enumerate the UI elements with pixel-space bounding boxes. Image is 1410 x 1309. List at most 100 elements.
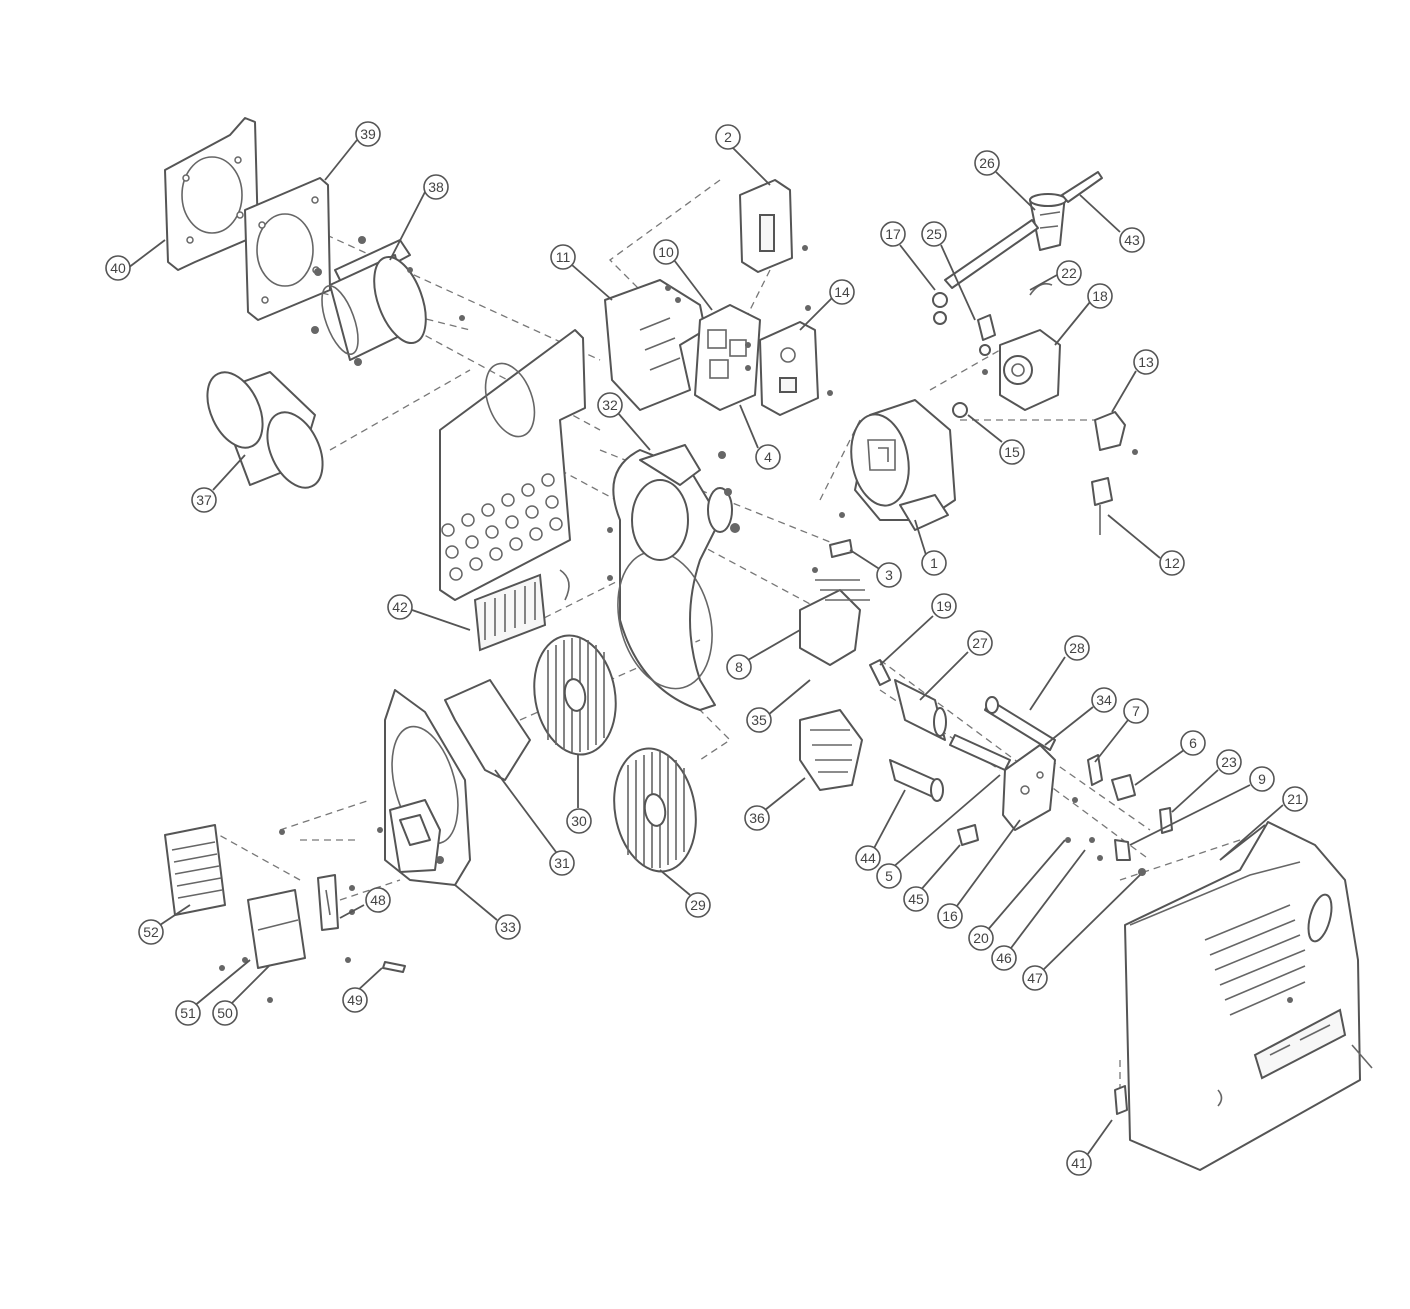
svg-text:41: 41	[1071, 1155, 1087, 1171]
part-air-shutter	[219, 889, 306, 1003]
part-mounting-flange	[164, 117, 259, 271]
svg-text:40: 40	[110, 260, 126, 276]
callout-49: 49	[342, 987, 368, 1013]
callout-10: 10	[653, 239, 679, 265]
part-air-band	[279, 829, 406, 973]
svg-text:2: 2	[724, 129, 732, 145]
callout-7: 7	[1123, 698, 1149, 724]
callout-19: 19	[931, 593, 957, 619]
callout-13: 13	[1133, 349, 1159, 375]
callout-12: 12	[1159, 550, 1185, 576]
svg-text:4: 4	[764, 449, 772, 465]
part-solenoid-valve	[1091, 411, 1138, 535]
callout-50: 50	[212, 1000, 238, 1026]
callout-48: 48	[365, 887, 391, 913]
callout-27: 27	[967, 630, 993, 656]
callout-31: 31	[549, 850, 575, 876]
callout-14: 14	[829, 279, 855, 305]
svg-text:52: 52	[143, 924, 159, 940]
callout-33: 33	[495, 914, 521, 940]
svg-text:16: 16	[942, 908, 958, 924]
svg-text:38: 38	[428, 179, 444, 195]
svg-text:42: 42	[392, 599, 408, 615]
callout-25: 25	[921, 221, 947, 247]
svg-text:9: 9	[1258, 771, 1266, 787]
callout-6: 6	[1180, 730, 1206, 756]
callout-20: 20	[968, 925, 994, 951]
svg-text:23: 23	[1221, 754, 1237, 770]
callout-46: 46	[991, 945, 1017, 971]
callout-18: 18	[1087, 283, 1113, 309]
part-electrodes	[984, 696, 1056, 751]
callout-40: 40	[105, 255, 131, 281]
svg-text:8: 8	[735, 659, 743, 675]
callout-38: 38	[423, 174, 449, 200]
callout-30: 30	[566, 808, 592, 834]
callout-52: 52	[138, 919, 164, 945]
part-front-plate	[439, 329, 586, 652]
svg-text:15: 15	[1004, 444, 1020, 460]
part-burner-motor	[839, 399, 956, 531]
callout-36: 36	[744, 805, 770, 831]
callout-43: 43	[1119, 227, 1145, 253]
callout-21: 21	[1282, 786, 1308, 812]
callout-leader-lines	[127, 139, 1284, 1159]
callout-22: 22	[1056, 260, 1082, 286]
part-nozzle-line	[869, 659, 1011, 771]
part-gasket-plate	[244, 177, 331, 321]
svg-text:3: 3	[885, 567, 893, 583]
part-inlet-strip	[444, 679, 531, 781]
part-primary-control	[759, 305, 833, 416]
callout-8: 8	[726, 654, 752, 680]
callout-41: 41	[1066, 1150, 1092, 1176]
callout-4: 4	[755, 444, 781, 470]
svg-text:35: 35	[751, 712, 767, 728]
svg-text:47: 47	[1027, 970, 1043, 986]
callout-29: 29	[685, 892, 711, 918]
svg-text:20: 20	[973, 930, 989, 946]
svg-text:5: 5	[885, 868, 893, 884]
svg-text:51: 51	[180, 1005, 196, 1021]
callout-45: 45	[903, 886, 929, 912]
svg-text:26: 26	[979, 155, 995, 171]
callout-32: 32	[597, 392, 623, 418]
svg-text:30: 30	[571, 813, 587, 829]
callout-39: 39	[355, 121, 381, 147]
svg-text:25: 25	[926, 226, 942, 242]
svg-text:43: 43	[1124, 232, 1140, 248]
svg-text:27: 27	[972, 635, 988, 651]
callout-17: 17	[880, 221, 906, 247]
callout-26: 26	[974, 150, 1000, 176]
svg-text:13: 13	[1138, 354, 1154, 370]
callout-5: 5	[876, 863, 902, 889]
svg-text:1: 1	[930, 555, 938, 571]
part-turbulator	[799, 709, 863, 791]
part-fuel-pump	[982, 329, 1061, 411]
callout-44: 44	[855, 845, 881, 871]
part-oil-filter	[944, 171, 1103, 289]
callout-11: 11	[550, 244, 576, 270]
svg-text:29: 29	[690, 897, 706, 913]
svg-text:12: 12	[1164, 555, 1180, 571]
part-terminal-block	[694, 304, 761, 411]
part-burner-cover	[1114, 821, 1373, 1171]
part-blower-housing	[607, 444, 740, 711]
svg-text:36: 36	[749, 810, 765, 826]
svg-text:6: 6	[1189, 735, 1197, 751]
svg-text:31: 31	[554, 855, 570, 871]
callout-37: 37	[191, 487, 217, 513]
callout-51: 51	[175, 1000, 201, 1026]
callout-35: 35	[746, 707, 772, 733]
callout-34: 34	[1091, 687, 1117, 713]
svg-text:11: 11	[556, 249, 571, 265]
svg-text:21: 21	[1287, 791, 1303, 807]
callout-28: 28	[1064, 635, 1090, 661]
svg-text:32: 32	[602, 397, 618, 413]
part-fittings	[957, 754, 1173, 876]
svg-text:10: 10	[658, 244, 674, 260]
part-air-tube	[311, 236, 465, 366]
callout-16: 16	[937, 903, 963, 929]
part-rear-housing	[377, 689, 471, 886]
callout-42: 42	[387, 594, 413, 620]
